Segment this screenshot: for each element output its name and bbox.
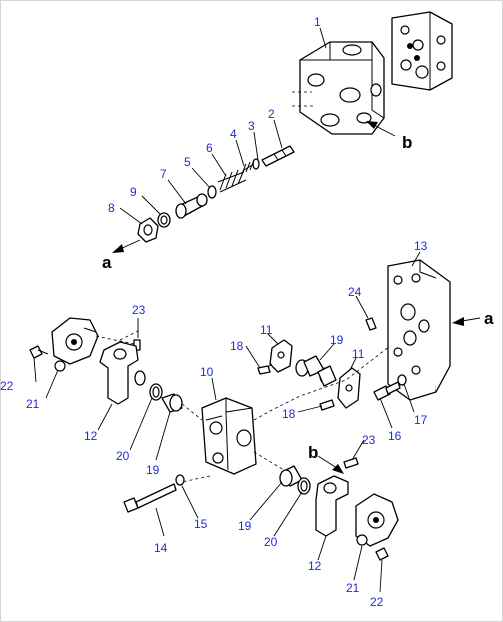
part-21-cam-right	[355, 493, 399, 547]
callout-10: 10	[200, 365, 214, 379]
part-12-lever-right	[315, 475, 349, 537]
callout-21-left: 21	[26, 397, 40, 411]
callout-6: 6	[206, 141, 213, 155]
part-16-bolt	[373, 381, 401, 401]
part-9-o-ring	[157, 212, 171, 228]
callout-9: 9	[130, 185, 137, 199]
arrow-b-top: b	[366, 121, 412, 152]
part-23-pin-right	[343, 457, 359, 469]
callout-19-left: 19	[146, 463, 160, 477]
callout-23-lower: 23	[362, 433, 376, 447]
callout-22-left: 22	[0, 379, 14, 393]
callout-22-right: 22	[370, 595, 384, 609]
arrow-b-mid-label: b	[308, 443, 318, 462]
part-15-washer	[175, 474, 185, 486]
arrow-a-left: a	[102, 239, 141, 272]
callout-23-upper: 23	[132, 303, 146, 317]
callout-24: 24	[348, 285, 362, 299]
part-22-bolt-left	[29, 345, 49, 359]
part-1-valve-body	[292, 41, 385, 135]
callout-21-right: 21	[346, 581, 360, 595]
arrow-a-left-label: a	[102, 253, 112, 272]
part-13-cover	[387, 259, 451, 401]
part-11-lever-upper	[263, 339, 293, 373]
callout-2: 2	[268, 107, 275, 121]
callout-1: 1	[314, 15, 321, 29]
callout-12-right: 12	[308, 559, 322, 573]
callout-20-right: 20	[264, 535, 278, 549]
part-2-spool	[261, 145, 295, 167]
part-4-spring	[241, 159, 255, 175]
part-7-piston	[175, 193, 208, 219]
callout-14: 14	[154, 541, 168, 555]
callout-3: 3	[248, 119, 255, 133]
part-5-washer	[207, 185, 217, 199]
callout-18-lower: 18	[282, 407, 296, 421]
arrow-b-mid: b	[308, 443, 344, 474]
part-14-long-bolt	[123, 483, 177, 513]
part-8-nut	[137, 217, 159, 243]
callout-19-mid: 19	[330, 333, 344, 347]
part-18-pin-lower	[319, 399, 335, 411]
callout-20-left: 20	[116, 449, 130, 463]
part-24-pin	[365, 317, 377, 331]
callout-5: 5	[184, 155, 191, 169]
part-20-ring-left	[149, 383, 163, 401]
callouts: 1 2 3 4 6 5 7 9 8 13 24 23 11 19 18 11 1…	[0, 15, 428, 609]
callout-15: 15	[194, 517, 208, 531]
callout-12-left: 12	[84, 429, 98, 443]
leader-lines	[33, 27, 421, 593]
part-20-ring-right	[297, 477, 311, 495]
callout-11-lower: 11	[352, 347, 365, 361]
part-10-housing	[201, 397, 257, 475]
part-12-lever-left	[99, 341, 146, 405]
part-6-spring	[217, 169, 247, 193]
part-19-bushing-mid	[295, 355, 337, 387]
arrow-a-right-label: a	[484, 309, 494, 328]
part-17-washer	[397, 374, 407, 386]
part-3-ring	[252, 158, 260, 170]
callout-16: 16	[388, 429, 402, 443]
reference-view-block	[391, 11, 453, 91]
callout-7: 7	[160, 167, 167, 181]
arrow-a-right: a	[452, 309, 494, 328]
callout-18-upper: 18	[230, 339, 244, 353]
part-18-pin-upper	[257, 365, 271, 375]
callout-19-right: 19	[238, 519, 252, 533]
part-19-bushing-left	[161, 393, 183, 413]
part-11-lever-lower	[337, 367, 361, 409]
arrow-b-top-label: b	[402, 133, 412, 152]
callout-4: 4	[230, 127, 237, 141]
assembly-lines	[95, 329, 391, 483]
part-22-bolt-right	[375, 547, 389, 561]
callout-11-upper: 11	[260, 323, 273, 337]
callout-8: 8	[108, 201, 115, 215]
part-21-cam-left	[51, 317, 99, 372]
callout-17: 17	[414, 413, 428, 427]
callout-13: 13	[414, 239, 428, 253]
